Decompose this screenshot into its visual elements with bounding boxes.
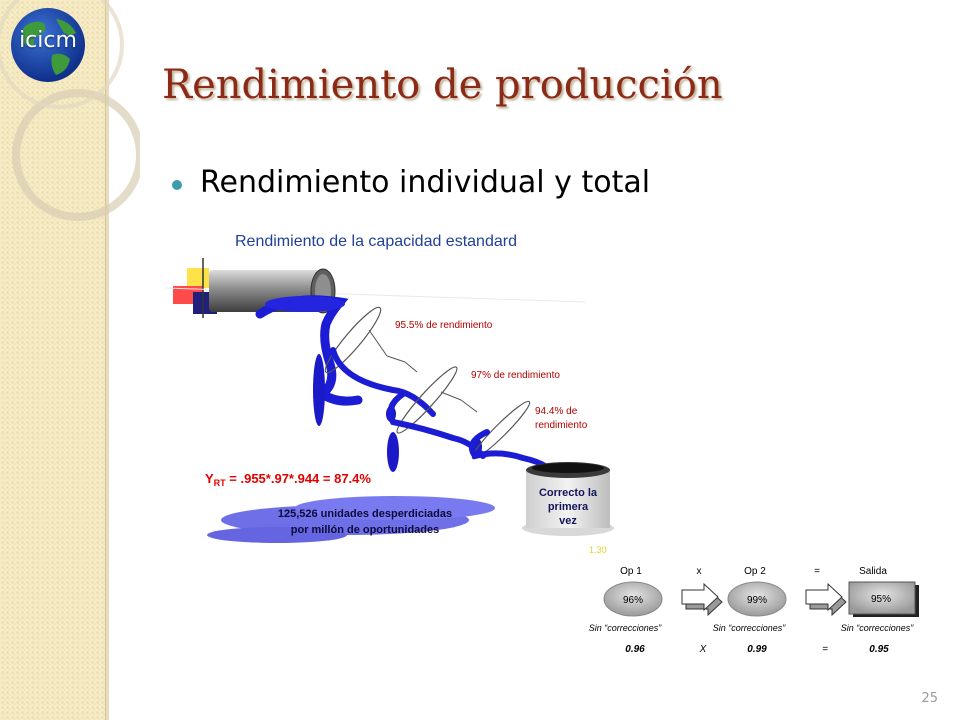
arrow-icon <box>681 582 723 617</box>
output-note: Sin “correcciones” <box>841 623 915 633</box>
decorative-rings <box>0 0 140 221</box>
formula-rhs: = .955*.97*.944 = 87.4% <box>226 471 372 486</box>
liquid-stream <box>255 295 363 406</box>
op-2-value: 99% <box>747 595 767 606</box>
op-header-equals: = <box>814 566 820 577</box>
output-value: 95% <box>871 594 891 605</box>
funnel-stream-1 <box>330 347 436 417</box>
sidebar-texture <box>0 0 106 720</box>
globe-logo-icon <box>11 8 85 82</box>
deco-block-yellow <box>187 268 209 288</box>
diagram-heading: Rendimiento de la capacidad estandard <box>235 233 517 250</box>
calc-op-2: 0.99 <box>747 644 767 655</box>
yield-label-1: 95.5% de rendimiento <box>395 320 493 331</box>
waste-puddle <box>207 527 347 543</box>
formula: YRT = .955*.97*.944 = 87.4% <box>205 471 371 488</box>
bullet-text: Rendimiento individual y total <box>200 165 651 200</box>
bucket-label-line-1: Correcto la <box>539 487 598 499</box>
liquid-drop <box>387 432 399 472</box>
op-1-oval <box>603 581 663 617</box>
liquid-puddle <box>265 296 345 312</box>
divider-arm <box>404 361 418 373</box>
yield-label-3b: rendimiento <box>535 420 588 431</box>
divider-arm <box>386 355 406 363</box>
op-1-note: Sin “correcciones” <box>589 623 663 633</box>
op-2-note: Sin “correcciones” <box>713 623 787 633</box>
yield-diagram: Rendimiento de la capacidad estandard 95… <box>165 233 919 655</box>
yield-label-3a: 94.4% de <box>535 406 578 417</box>
divider-arm <box>440 391 462 401</box>
funnel-stage-2 <box>396 366 458 434</box>
bucket-label-line-3: vez <box>559 515 577 527</box>
slide-title: Rendimiento de producción <box>162 62 723 108</box>
small-note: 1.30 <box>589 545 607 555</box>
calc-times: X <box>699 644 707 655</box>
op-header-output: Salida <box>859 566 887 577</box>
op-2-oval <box>727 581 787 617</box>
formula-lhs: Y <box>205 471 214 486</box>
arrow-icon <box>805 582 847 617</box>
liquid-drop <box>313 354 325 426</box>
op-1-value: 96% <box>623 595 643 606</box>
op-header-1: Op 1 <box>620 566 642 577</box>
bucket-rim <box>532 463 604 473</box>
sidebar-divider <box>106 0 109 720</box>
calc-equals: = <box>822 644 828 655</box>
divider-arm <box>368 329 388 357</box>
waste-text-line-1: 125,526 unidades desperdiciadas <box>278 508 452 520</box>
yield-label-2: 97% de rendimiento <box>471 370 560 381</box>
op-header-x: x <box>697 566 702 577</box>
op-header-2: Op 2 <box>744 566 766 577</box>
waste-puddle <box>295 496 495 520</box>
output-box <box>848 581 916 615</box>
calc-op-1: 0.96 <box>625 644 645 655</box>
bucket-body <box>526 470 610 528</box>
calc-output: 0.95 <box>869 644 889 655</box>
funnel-stage-3 <box>471 400 531 460</box>
divider-arm <box>460 399 478 413</box>
waste-text-line-2: por millón de oportunidades <box>291 524 440 536</box>
logo-text: icicm <box>19 28 77 53</box>
bullet-dot <box>172 180 182 190</box>
formula-subscript: RT <box>214 478 226 488</box>
bucket-label-line-2: primera <box>548 501 589 513</box>
page-number: 25 <box>921 691 938 706</box>
funnel-stage-1 <box>324 306 382 374</box>
